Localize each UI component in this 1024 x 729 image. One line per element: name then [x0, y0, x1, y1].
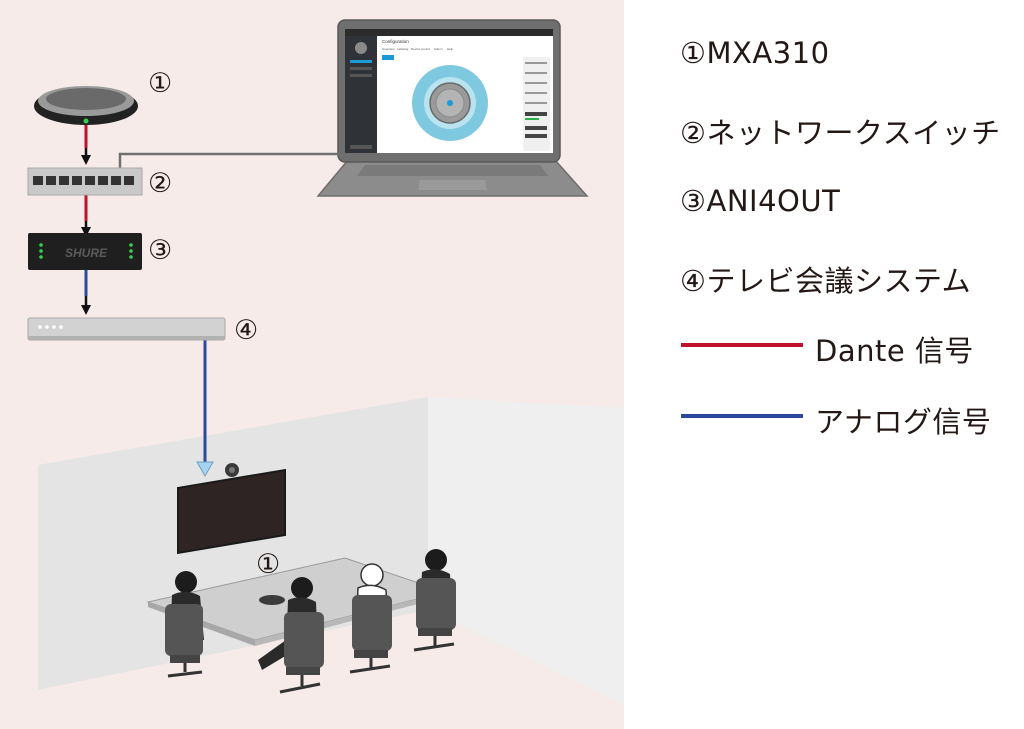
tab-device-control[interactable]: Device control	[411, 47, 430, 51]
sidebar-item[interactable]	[350, 74, 372, 77]
sidebar-bottom-button[interactable]	[350, 145, 372, 149]
legend-item-ani4out: ③ANI4OUT	[680, 184, 841, 218]
participant-2	[258, 577, 324, 694]
settings-button[interactable]	[525, 126, 547, 130]
legend-item-conferencing-system: ④テレビ会議システム	[680, 264, 972, 298]
app-page-title: Configuration	[382, 39, 409, 44]
marker-1-room: ①	[256, 549, 280, 580]
legend-analog-label: アナログ信号	[815, 405, 992, 439]
ani4out-body	[28, 233, 142, 270]
legend-item-network-switch: ②ネットワークスイッチ	[680, 116, 1001, 150]
network-cable-to-laptop	[118, 152, 340, 168]
legend-analog-line	[681, 414, 803, 418]
sidebar-item[interactable]	[350, 67, 372, 70]
connections	[81, 122, 340, 478]
device-avatar-icon	[355, 42, 367, 54]
legend-item-mxa310: ①MXA310	[680, 36, 830, 70]
mxa310-grille	[46, 88, 126, 110]
meeting-participants	[165, 549, 456, 694]
app-title-bar	[345, 29, 553, 36]
tab-help[interactable]: Help	[447, 47, 454, 51]
device-conferencing-system	[27, 317, 226, 341]
marker-3: ③	[148, 235, 172, 266]
switch-ports	[33, 176, 134, 185]
marker-2: ②	[148, 168, 172, 199]
marker-1: ①	[148, 68, 172, 99]
participant-3	[349, 563, 392, 674]
marker-4: ④	[234, 315, 258, 346]
settings-indicator	[525, 118, 539, 120]
room-floor	[38, 610, 624, 729]
participant-1	[165, 571, 204, 678]
table-microphone-icon	[259, 595, 285, 605]
room-right-wall	[428, 397, 624, 705]
tv-screen	[177, 468, 286, 555]
tab-overview[interactable]: Overview	[382, 47, 395, 51]
tab-labeling[interactable]: Labeling	[397, 47, 409, 51]
participant-4	[413, 549, 456, 652]
legend-dante-label: Dante 信号	[815, 334, 974, 368]
device-ani4out: SHURE	[28, 233, 142, 270]
display-arrow-icon	[196, 461, 214, 478]
mxa310-led-icon	[83, 118, 89, 124]
camera-lens-icon	[229, 467, 235, 473]
legend-dante-line	[681, 343, 803, 347]
app-sidebar	[345, 36, 377, 153]
laptop-trackpad	[418, 180, 487, 190]
wall-display	[177, 463, 286, 555]
tab-admin[interactable]: Admin	[434, 47, 443, 51]
laptop: Configuration Overview Labeling Device c…	[316, 19, 589, 197]
number-markers: ① ② ③ ④ ①	[148, 68, 280, 580]
device-network-switch	[27, 167, 143, 196]
ani4out-brand-label: SHURE	[65, 246, 108, 260]
app-action-button[interactable]	[382, 55, 394, 60]
app-tabs: Overview Labeling Device control Admin H…	[382, 47, 454, 51]
device-mxa310	[34, 86, 138, 125]
settings-button[interactable]	[525, 134, 547, 138]
sidebar-item-active[interactable]	[350, 60, 372, 63]
settings-button[interactable]	[525, 112, 547, 116]
mic-center-icon	[447, 100, 453, 106]
laptop-keyboard	[357, 165, 548, 176]
